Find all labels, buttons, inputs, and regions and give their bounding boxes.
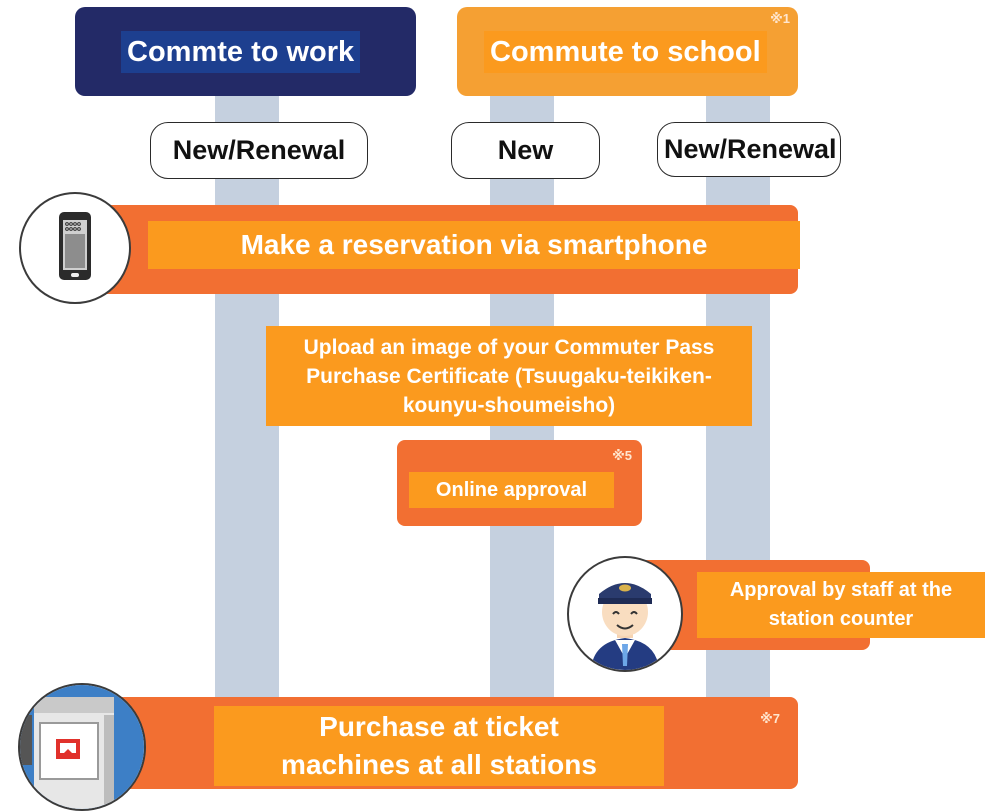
work-new-renewal-pill: New/Renewal [150, 122, 368, 179]
ticket-machine-circle [18, 683, 146, 811]
purchase-bar: ※7 Purchase at ticket machines at all st… [92, 697, 798, 789]
reservation-label: Make a reservation via smartphone [148, 221, 800, 269]
ticket-machine-icon [20, 685, 144, 809]
note-5: ※5 [612, 448, 632, 463]
station-staff-icon [591, 583, 659, 670]
school-new-renewal-pill: New/Renewal [657, 122, 841, 177]
work-header-label: Commte to work [121, 31, 361, 73]
staff-approval-label: Approval by staff at the station counter [697, 572, 985, 638]
online-approval-label: Online approval [409, 472, 614, 508]
school-header: ※1 Commute to school [457, 7, 798, 96]
smartphone-icon [59, 212, 91, 280]
smartphone-circle [19, 192, 131, 304]
school-header-label: Commute to school [484, 31, 767, 73]
upload-step: Upload an image of your Commuter Pass Pu… [266, 326, 752, 426]
reservation-bar: Make a reservation via smartphone [80, 205, 800, 294]
purchase-label: Purchase at ticket machines at all stati… [214, 706, 664, 786]
staff-circle [567, 556, 683, 672]
note-7: ※7 [760, 711, 780, 726]
school-new-pill: New [451, 122, 600, 179]
online-approval-bar: ※5 Online approval [397, 440, 642, 526]
note-1: ※1 [770, 11, 790, 26]
work-header: Commte to work [75, 7, 416, 96]
